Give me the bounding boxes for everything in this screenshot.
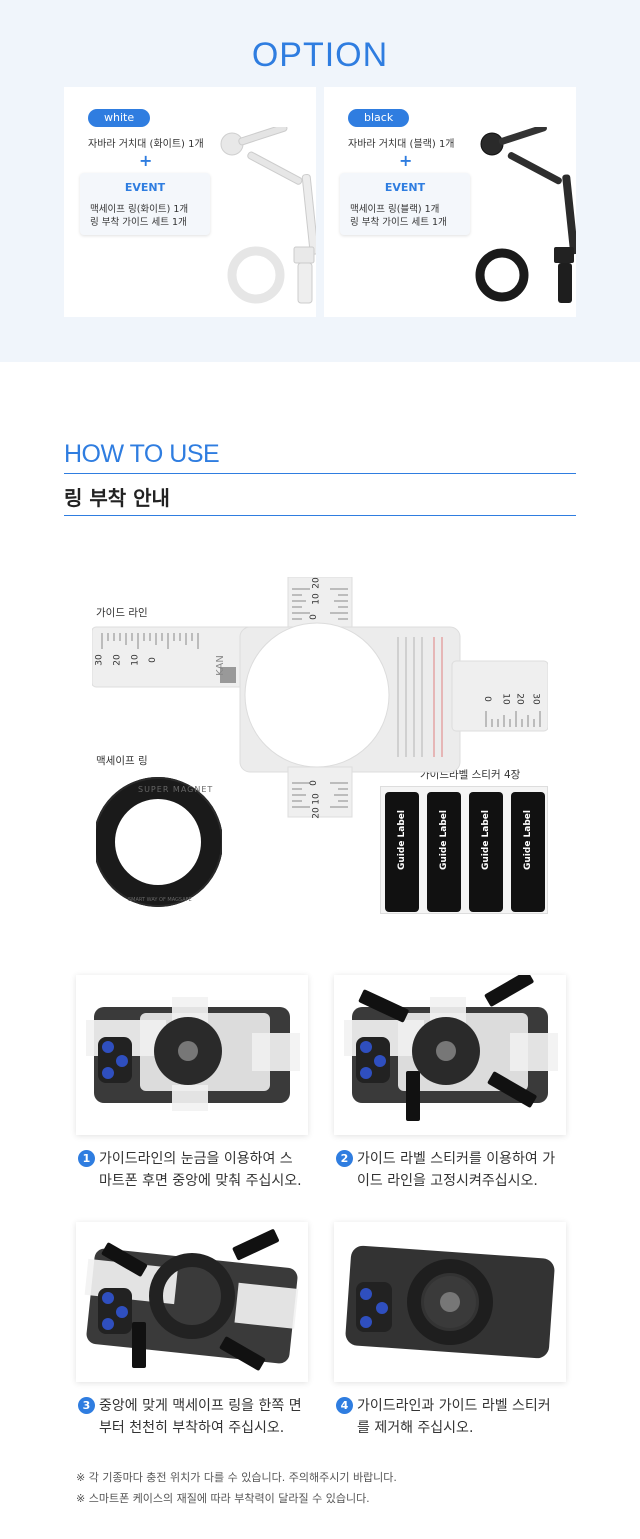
label-guide-line: 가이드 라인	[96, 607, 148, 619]
guide-sticker	[511, 792, 545, 912]
howto-title: HOW TO USE	[64, 440, 220, 468]
divider	[64, 473, 576, 474]
brand-logo: KAN	[214, 655, 226, 676]
ruler-label-top: 0	[308, 614, 319, 620]
white-pill: white	[88, 109, 151, 127]
guide-sticker-label: Guide Label	[481, 810, 491, 870]
guide-sticker-label: Guide Label	[523, 810, 533, 870]
divider	[64, 515, 576, 516]
ruler-label-right: 0	[481, 696, 492, 702]
step-2-image	[334, 975, 566, 1135]
event-title: EVENT	[124, 181, 166, 194]
ruler-label-bottom: 10	[311, 793, 322, 805]
guide-line-illustration	[92, 577, 548, 818]
option-section: OPTION white 자바라 거치대 (화이트) 1개 + EVENT 맥세…	[0, 0, 640, 362]
ruler-label-right: 10	[500, 693, 511, 705]
step-2-number: 2	[336, 1150, 353, 1167]
event-item-ring: 맥세이프 링(블랙) 1개	[350, 204, 440, 215]
guide-sticker	[427, 792, 461, 912]
step-4-line2: 를 제거해 주십시오.	[357, 1420, 474, 1436]
step-1-image	[76, 975, 308, 1135]
event-item-guide-set: 링 부착 가이드 세트 1개	[90, 217, 187, 228]
option-title: OPTION	[251, 36, 389, 74]
ruler-label-top: 10	[311, 593, 322, 605]
plus-icon: +	[399, 151, 413, 170]
ring-subtext: SMART WAY OF MAGSAFE	[128, 897, 192, 903]
step-1-number: 1	[78, 1150, 95, 1167]
option-card-white: white 자바라 거치대 (화이트) 1개 + EVENT 맥세이프 링(화이…	[64, 87, 316, 317]
step-2-line1: 가이드 라벨 스티커를 이용하여 가	[357, 1151, 556, 1167]
guide-sticker	[469, 792, 503, 912]
plus-icon: +	[139, 151, 153, 170]
ruler-label-right: 20	[514, 693, 525, 705]
ruler-label-left: 20	[112, 654, 123, 666]
black-pill: black	[348, 109, 410, 127]
step-3-image	[76, 1222, 308, 1382]
step-2-line2: 이드 라인을 고정시켜주십시오.	[357, 1173, 538, 1189]
black-stand-item: 자바라 거치대 (블랙) 1개	[348, 139, 455, 150]
ruler-label-bottom: 0	[308, 780, 319, 786]
event-item-guide-set: 링 부착 가이드 세트 1개	[350, 217, 447, 228]
step-4-image	[334, 1222, 566, 1382]
black-stand-image	[475, 127, 576, 303]
event-box-black: EVENT 맥세이프 링(블랙) 1개 링 부착 가이드 세트 1개	[340, 173, 470, 235]
ruler-label-bottom: 20	[311, 807, 322, 819]
ruler-label-left: 0	[147, 657, 158, 663]
step-3-number: 3	[78, 1397, 95, 1414]
step-3-line2: 부터 천천히 부착하여 주십시오.	[99, 1420, 285, 1436]
note-1: ※ 각 기종마다 충전 위치가 다를 수 있습니다. 주의해주시기 바랍니다.	[76, 1471, 397, 1484]
label-magsafe-ring: 맥세이프 링	[96, 755, 148, 767]
step-4-line1: 가이드라인과 가이드 라벨 스티커	[357, 1398, 551, 1414]
magsafe-ring-image	[96, 777, 222, 907]
event-box-white: EVENT 맥세이프 링(화이트) 1개 링 부착 가이드 세트 1개	[80, 173, 210, 235]
ruler-label-left: 10	[130, 654, 141, 666]
ruler-label-left: 30	[94, 654, 105, 666]
ring-text: SUPER MAGNET	[138, 785, 214, 794]
step-1-line2: 마트폰 후면 중앙에 맞춰 주십시오.	[99, 1173, 302, 1189]
ruler-label-top: 20	[311, 577, 322, 589]
note-2: ※ 스마트폰 케이스의 재질에 따라 부착력이 달라질 수 있습니다.	[76, 1492, 370, 1505]
option-card-black: black 자바라 거치대 (블랙) 1개 + EVENT 맥세이프 링(블랙)…	[324, 87, 576, 317]
step-1-line1: 가이드라인의 눈금을 이용하여 스	[99, 1151, 293, 1167]
guide-sticker-label: Guide Label	[397, 810, 407, 870]
white-stand-image	[220, 127, 316, 304]
white-stand-item: 자바라 거치대 (화이트) 1개	[88, 139, 204, 150]
guide-sticker	[385, 792, 419, 912]
howto-subtitle: 링 부착 안내	[64, 486, 170, 510]
step-3-line1: 중앙에 맞게 맥세이프 링을 한쪽 면	[99, 1398, 302, 1414]
event-item-ring: 맥세이프 링(화이트) 1개	[90, 204, 189, 215]
step-4-number: 4	[336, 1397, 353, 1414]
guide-sticker-label: Guide Label	[439, 810, 449, 870]
event-title: EVENT	[384, 181, 426, 194]
ruler-label-right: 30	[530, 693, 541, 705]
